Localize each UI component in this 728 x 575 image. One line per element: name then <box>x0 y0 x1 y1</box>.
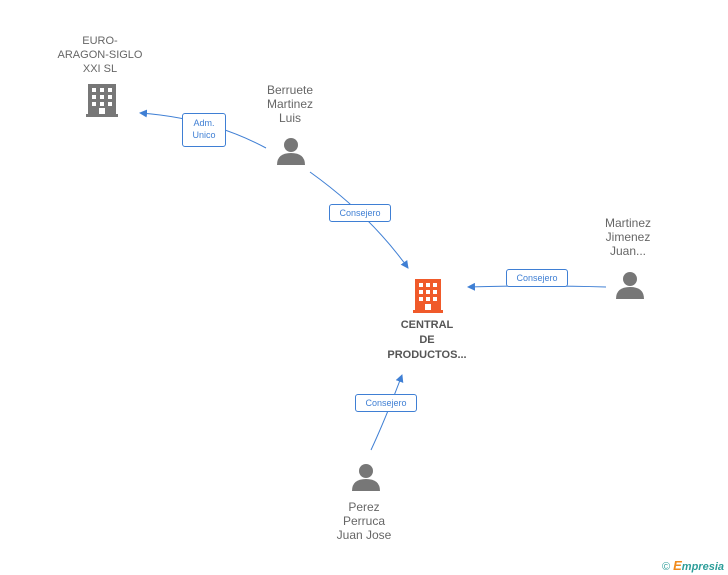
label-text: Berruete Martinez Luis <box>266 83 314 125</box>
person-icon-martinez[interactable] <box>616 272 644 299</box>
edge-label-text: Consejero <box>516 273 558 283</box>
edge-label-adm-unico[interactable]: Adm. Unico <box>182 113 226 147</box>
label-text: Martinez Jimenez Juan... <box>604 216 651 258</box>
building-icon-main[interactable] <box>413 279 443 313</box>
edge-label-consejero-1[interactable]: Consejero <box>329 204 391 222</box>
edge-label-consejero-2[interactable]: Consejero <box>506 269 568 287</box>
label-text: Perez Perruca Juan Jose <box>336 500 392 542</box>
label-text: CENTRAL DE PRODUCTOS... <box>387 319 467 361</box>
building-icon[interactable] <box>86 84 118 117</box>
edge-label-text: Consejero <box>339 208 381 218</box>
copyright-symbol: © <box>661 561 671 573</box>
node-label-martinez[interactable]: Martinez Jimenez Juan... <box>578 216 678 258</box>
empresia-brand[interactable]: © Empresia <box>662 558 724 573</box>
edge-label-consejero-3[interactable]: Consejero <box>355 394 417 412</box>
node-label-euro[interactable]: EURO- ARAGON-SIGLO XXI SL <box>50 34 150 76</box>
edge-label-text: Adm. Unico <box>192 118 216 140</box>
person-icon-berruete[interactable] <box>277 138 305 165</box>
brand-initial: E <box>673 558 682 573</box>
edge-consejero-perez <box>370 374 404 451</box>
edge-label-text: Consejero <box>365 398 407 408</box>
node-label-perez[interactable]: Perez Perruca Juan Jose <box>314 500 414 542</box>
person-icon-perez[interactable] <box>352 464 380 491</box>
label-text: EURO- ARAGON-SIGLO XXI SL <box>57 35 143 75</box>
brand-name: mpresia <box>681 561 724 573</box>
node-label-berruete[interactable]: Berruete Martinez Luis <box>240 83 340 125</box>
node-label-central[interactable]: CENTRAL DE PRODUCTOS... <box>377 318 477 363</box>
